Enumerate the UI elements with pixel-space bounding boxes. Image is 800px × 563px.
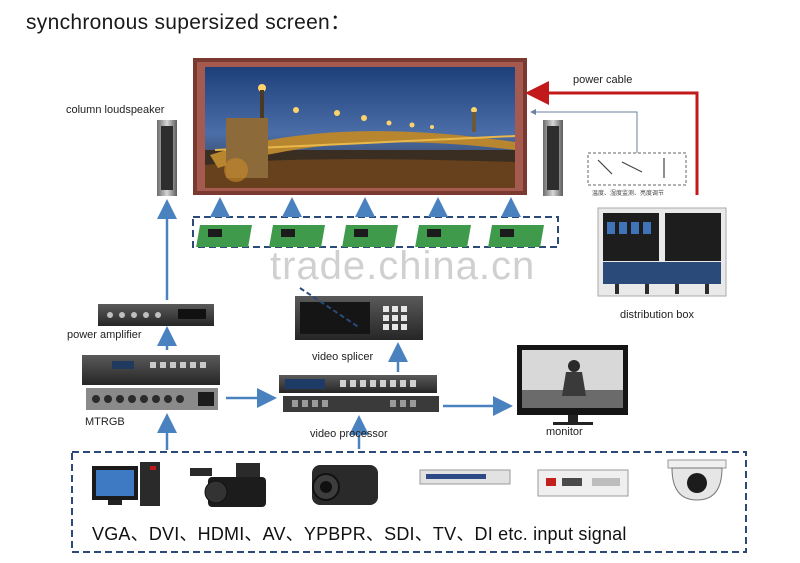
diagram-title: synchronous supersized screen： — [26, 11, 352, 34]
label-power-cable: power cable — [573, 74, 633, 86]
right-column-loudspeaker — [543, 120, 563, 196]
label-mtrgb: MTRGB — [85, 416, 125, 428]
power-amplifier — [98, 304, 214, 326]
set-top-box-icon — [537, 469, 629, 497]
label-video-processor: video processor — [310, 428, 388, 440]
mtrgb-matrix — [82, 355, 220, 410]
input-sources-box — [71, 451, 747, 553]
label-tools-caption: 温度、湿度监测、亮度调节 — [592, 191, 665, 197]
receiving-cards — [196, 225, 544, 247]
supersized-screen — [193, 58, 527, 195]
video-processor — [279, 375, 439, 412]
desktop-computer-icon — [92, 462, 160, 506]
label-distribution-box: distribution box — [620, 309, 694, 321]
power-cable-line — [525, 81, 699, 195]
handheld-camcorder-icon — [312, 465, 378, 505]
dvd-player-icon — [419, 469, 511, 485]
pro-camcorder-icon — [190, 463, 266, 507]
label-video-splicer: video splicer — [312, 351, 374, 363]
sensor-tools — [597, 158, 665, 178]
watermark: trade.china.cn — [270, 244, 536, 288]
input-signal-list: VGA、DVI、HDMI、AV、YPBPR、SDI、TV、DI etc. inp… — [92, 524, 627, 544]
video-splicer — [295, 296, 423, 340]
distribution-box — [597, 207, 727, 297]
label-power-amplifier: power amplifier — [67, 329, 142, 341]
monitor-device — [517, 345, 628, 425]
dome-camera-icon — [667, 459, 727, 501]
label-monitor: monitor — [546, 426, 583, 438]
label-column-loudspeaker: column loudspeaker — [66, 104, 165, 116]
left-column-loudspeaker — [157, 120, 177, 196]
